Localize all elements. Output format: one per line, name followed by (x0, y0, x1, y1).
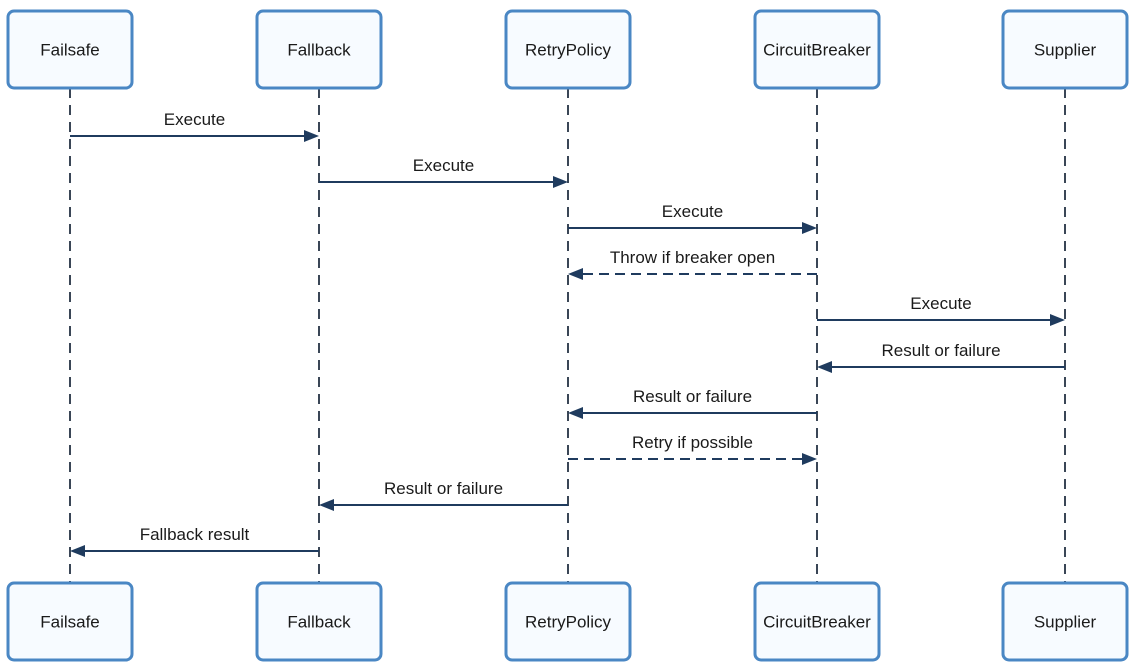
participant-label: Supplier (1034, 613, 1097, 632)
participant-box (753, 581, 881, 662)
lifelines (69, 88, 1066, 583)
message-7: Result or failure (568, 387, 817, 419)
message-label: Execute (662, 202, 723, 221)
message-8: Retry if possible (568, 433, 817, 465)
participant-label: RetryPolicy (525, 613, 611, 632)
participant-supplier-bottom: Supplier (1001, 581, 1129, 662)
participant-label: Fallback (287, 613, 351, 632)
message-5: Execute (817, 294, 1065, 326)
participant-box (1001, 9, 1129, 90)
participant-breaker-top: CircuitBreaker (753, 9, 881, 90)
participant-fallback-top: Fallback (255, 9, 383, 90)
message-label: Execute (413, 156, 474, 175)
participant-label: RetryPolicy (525, 41, 611, 60)
message-2: Execute (319, 156, 568, 188)
participant-supplier-top: Supplier (1001, 9, 1129, 90)
arrowhead-icon (568, 407, 583, 419)
participant-breaker-bottom: CircuitBreaker (753, 581, 881, 662)
participant-box (753, 9, 881, 90)
participant-box (6, 581, 134, 662)
message-1: Execute (70, 110, 319, 142)
participant-label: CircuitBreaker (763, 613, 871, 632)
message-label: Fallback result (140, 525, 250, 544)
message-3: Execute (568, 202, 817, 234)
participant-label: Failsafe (40, 613, 100, 632)
arrowhead-icon (319, 499, 334, 511)
arrowhead-icon (568, 268, 583, 280)
participant-label: Fallback (287, 41, 351, 60)
message-label: Retry if possible (632, 433, 753, 452)
arrowhead-icon (553, 176, 568, 188)
participant-label: CircuitBreaker (763, 41, 871, 60)
participant-retry-top: RetryPolicy (504, 9, 632, 90)
participant-label: Failsafe (40, 41, 100, 60)
participant-box (504, 9, 632, 90)
message-6: Result or failure (817, 341, 1065, 373)
participant-box (504, 581, 632, 662)
participant-box (1001, 581, 1129, 662)
participant-fallback-bottom: Fallback (255, 581, 383, 662)
message-10: Fallback result (70, 525, 319, 557)
participant-box (255, 581, 383, 662)
participant-box (6, 9, 134, 90)
arrowhead-icon (304, 130, 319, 142)
participant-retry-bottom: RetryPolicy (504, 581, 632, 662)
message-label: Result or failure (384, 479, 503, 498)
message-label: Execute (164, 110, 225, 129)
arrowhead-icon (802, 453, 817, 465)
message-label: Execute (910, 294, 971, 313)
participant-failsafe-top: Failsafe (6, 9, 134, 90)
message-label: Result or failure (881, 341, 1000, 360)
message-label: Throw if breaker open (610, 248, 775, 267)
arrowhead-icon (802, 222, 817, 234)
message-9: Result or failure (319, 479, 568, 511)
message-label: Result or failure (633, 387, 752, 406)
arrowhead-icon (70, 545, 85, 557)
participant-failsafe-bottom: Failsafe (6, 581, 134, 662)
participant-box (255, 9, 383, 90)
arrowhead-icon (817, 361, 832, 373)
participant-label: Supplier (1034, 41, 1097, 60)
arrowhead-icon (1050, 314, 1065, 326)
message-4: Throw if breaker open (568, 248, 817, 280)
